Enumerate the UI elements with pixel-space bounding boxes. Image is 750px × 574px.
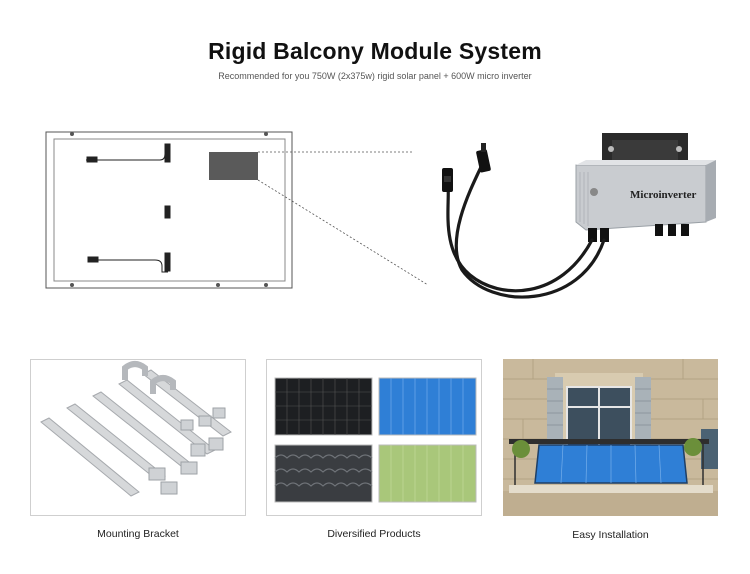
blue-panel — [378, 377, 477, 436]
caption-easy-installation: Easy Installation — [572, 529, 649, 541]
card-mounting-bracket — [30, 359, 246, 516]
microinverter — [575, 133, 716, 242]
card-easy-installation — [503, 359, 718, 516]
diversified-products-image — [267, 360, 481, 515]
page-title: Rigid Balcony Module System — [208, 38, 542, 64]
junction-box — [209, 152, 258, 180]
page-subtitle: Recommended for you 750W (2x375w) rigid … — [218, 71, 532, 81]
card-diversified-products — [266, 359, 482, 516]
panel-back-drawing — [45, 131, 293, 289]
easy-installation-photo — [503, 359, 718, 516]
caption-diversified-products: Diversified Products — [327, 528, 421, 540]
mc4-connectors — [442, 143, 491, 192]
tile-panel — [274, 444, 373, 503]
green-panel — [378, 444, 477, 503]
caption-mounting-bracket: Mounting Bracket — [97, 528, 179, 540]
inverter-cables — [446, 163, 606, 299]
mounting-bracket-image — [31, 360, 245, 515]
inverter-label: Microinverter — [630, 189, 696, 201]
black-panel — [274, 377, 373, 436]
